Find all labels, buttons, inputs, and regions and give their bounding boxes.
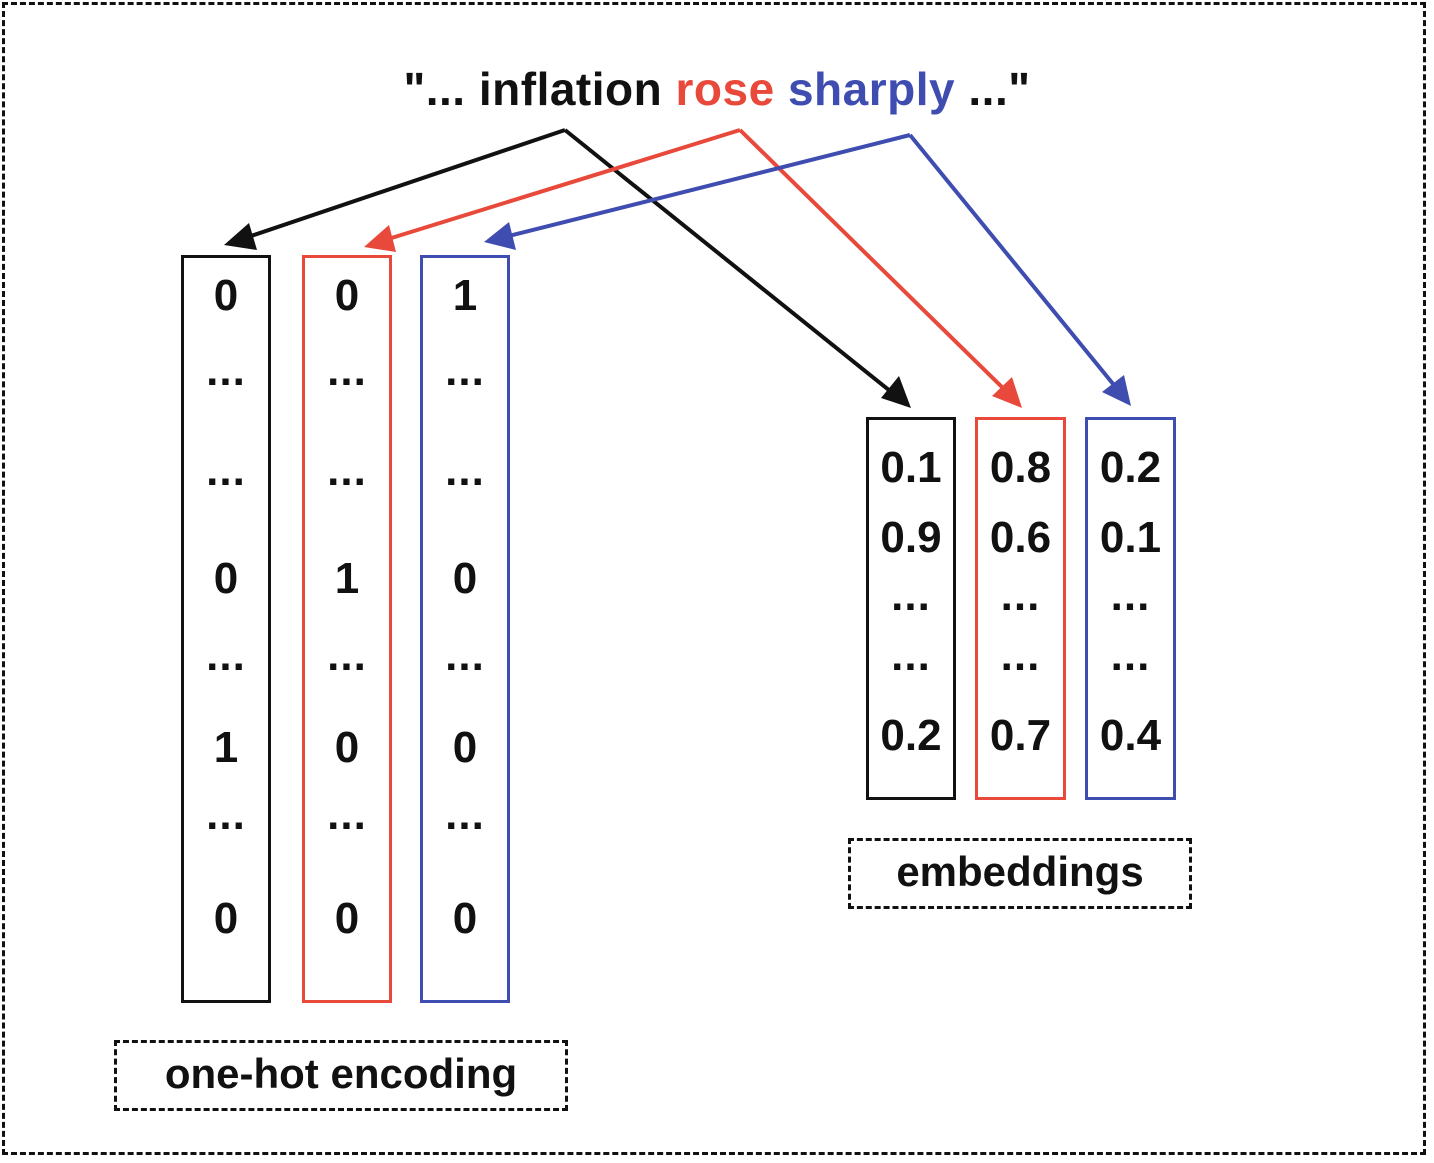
embeddings-caption: embeddings	[848, 838, 1192, 909]
word-rose: rose	[675, 63, 775, 115]
onehot-cell: ...	[327, 346, 367, 395]
onehot-cell: ...	[445, 631, 485, 680]
onehot-cell: 1	[213, 723, 239, 772]
embedding-cell: 0.1	[1099, 513, 1162, 562]
onehot-cell: ...	[445, 790, 485, 839]
arrow-sharply-onehot	[484, 133, 911, 250]
embedding-cell: 0.2	[880, 711, 942, 760]
arrow-inflation-embedding	[563, 128, 911, 408]
onehot-cell: 0	[213, 554, 239, 603]
onehot-cell: ...	[327, 631, 367, 680]
onehot-column-sharply: 1...... 0... 0... 0	[420, 255, 510, 1003]
onehot-cell: 0	[334, 271, 360, 320]
embedding-cell: ...	[1000, 571, 1041, 620]
embedding-cell: ...	[891, 631, 931, 680]
arrow-inflation-onehot	[224, 128, 566, 250]
onehot-cell: 0	[334, 723, 360, 772]
onehot-cell: ...	[327, 446, 367, 495]
embedding-cell: 0.6	[989, 513, 1052, 562]
onehot-cell: 1	[452, 271, 478, 320]
onehot-cell: 0	[213, 271, 239, 320]
onehot-cell: ...	[206, 790, 246, 839]
onehot-cell: ...	[327, 790, 367, 839]
arrow-rose-embedding	[738, 128, 1022, 408]
sentence-prefix: "... inflation	[403, 63, 676, 115]
embedding-cell: ...	[891, 571, 931, 620]
embedding-cell: 0.9	[880, 513, 942, 562]
embedding-cell: 0.2	[1099, 443, 1162, 492]
onehot-cell: 0	[213, 894, 239, 943]
onehot-cell: 0	[452, 554, 478, 603]
embedding-cell: 0.1	[880, 443, 942, 492]
embedding-cell: ...	[1110, 631, 1151, 680]
embedding-cell: 0.7	[989, 711, 1052, 760]
embedding-column-inflation: 0.1 0.9...... 0.2	[866, 417, 956, 800]
onehot-column-inflation: 0...... 0... 1... 0	[181, 255, 271, 1003]
onehot-column-rose: 0...... 1... 0... 0	[302, 255, 392, 1003]
arrow-rose-onehot	[364, 128, 741, 252]
embedding-column-rose: 0.8 0.6...... 0.7	[975, 417, 1066, 800]
onehot-cell: 0	[334, 894, 360, 943]
onehot-cell: ...	[445, 346, 485, 395]
embedding-column-sharply: 0.2 0.1...... 0.4	[1085, 417, 1176, 800]
word-sharply: sharply	[787, 63, 956, 115]
sentence-suffix: ..."	[955, 63, 1031, 115]
embedding-cell: ...	[1110, 571, 1151, 620]
onehot-cell: ...	[206, 346, 246, 395]
onehot-cell: ...	[445, 446, 485, 495]
onehot-cell: 0	[452, 894, 478, 943]
embedding-cell: 0.8	[989, 443, 1052, 492]
onehot-cell: ...	[206, 446, 246, 495]
embedding-cell: 0.4	[1099, 711, 1162, 760]
onehot-caption: one-hot encoding	[114, 1040, 568, 1111]
arrow-sharply-embedding	[908, 133, 1131, 406]
onehot-cell: 0	[452, 723, 478, 772]
onehot-cell: ...	[206, 631, 246, 680]
onehot-cell: 1	[334, 554, 360, 603]
embedding-cell: ...	[1000, 631, 1041, 680]
sentence: "... inflation rose sharply ..."	[0, 62, 1434, 116]
